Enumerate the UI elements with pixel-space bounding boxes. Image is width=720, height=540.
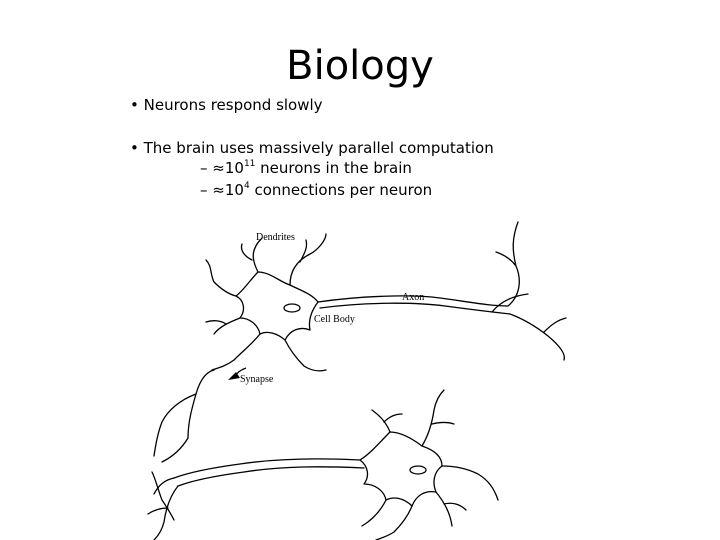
bullet-parallel-computation: • The brain uses massively parallel comp… xyxy=(130,138,494,158)
label-axon: Axon xyxy=(402,292,424,303)
upper-neuron xyxy=(205,221,567,372)
lower-nucleus xyxy=(409,465,427,475)
power-base: 10 xyxy=(224,159,244,177)
bullet-text: The brain uses massively parallel comput… xyxy=(143,139,494,157)
lower-dendrite-5 xyxy=(375,505,413,540)
lower-axon xyxy=(173,458,365,487)
bullet-marker: • xyxy=(130,96,139,114)
sub-bullet-neuron-count: – ≈1011 neurons in the brain xyxy=(200,158,412,178)
lower-cell-body-outline xyxy=(359,431,443,507)
lower-neuron xyxy=(153,389,499,540)
connecting-axon xyxy=(147,369,215,521)
slide-title: Biology xyxy=(286,43,434,89)
label-synapse: Synapse xyxy=(240,374,274,385)
upper-axon-terminal-1 xyxy=(495,221,520,307)
upper-dendrite-1 xyxy=(240,237,263,273)
bullet-text: Neurons respond slowly xyxy=(143,96,323,114)
upper-dendrite-6 xyxy=(284,339,327,372)
power-exponent: 11 xyxy=(243,159,256,169)
power-exponent: 4 xyxy=(243,181,250,191)
sub-bullet-text: connections per neuron xyxy=(249,181,433,199)
approx-symbol: ≈ xyxy=(212,159,225,177)
upper-dendrite-2 xyxy=(289,233,327,286)
sub-bullet-text: neurons in the brain xyxy=(255,159,412,177)
synapse-pointer xyxy=(228,367,247,380)
approx-symbol: ≈ xyxy=(212,181,225,199)
upper-axon-terminal-2 xyxy=(509,313,567,361)
upper-nucleus xyxy=(283,303,301,313)
neuron-diagram: Dendrites Axon Cell Body Synapse xyxy=(147,221,567,540)
lower-dendrite-3 xyxy=(441,465,499,501)
upper-dendrite-4 xyxy=(205,317,241,335)
lower-axon-terminal xyxy=(153,477,179,540)
lower-dendrite-6 xyxy=(361,499,387,527)
label-cell-body: Cell Body xyxy=(314,314,355,325)
bullet-neurons-respond: • Neurons respond slowly xyxy=(130,95,323,115)
bullet-marker: • xyxy=(130,139,139,157)
upper-axon xyxy=(317,295,511,315)
sub-bullet-dash: – xyxy=(200,159,208,177)
upper-dendrite-3 xyxy=(205,259,237,297)
power-base: 10 xyxy=(224,181,244,199)
label-dendrites: Dendrites xyxy=(256,232,295,243)
upper-dendrite-5 xyxy=(211,333,261,371)
lower-dendrite-4 xyxy=(435,491,467,527)
sub-bullet-connection-count: – ≈104 connections per neuron xyxy=(200,180,432,200)
lower-dendrite-2 xyxy=(421,389,455,447)
upper-cell-body-outline xyxy=(235,271,319,341)
sub-bullet-dash: – xyxy=(200,181,208,199)
lower-dendrite-1 xyxy=(371,409,403,433)
upper-axon-terminal-3 xyxy=(491,293,529,313)
